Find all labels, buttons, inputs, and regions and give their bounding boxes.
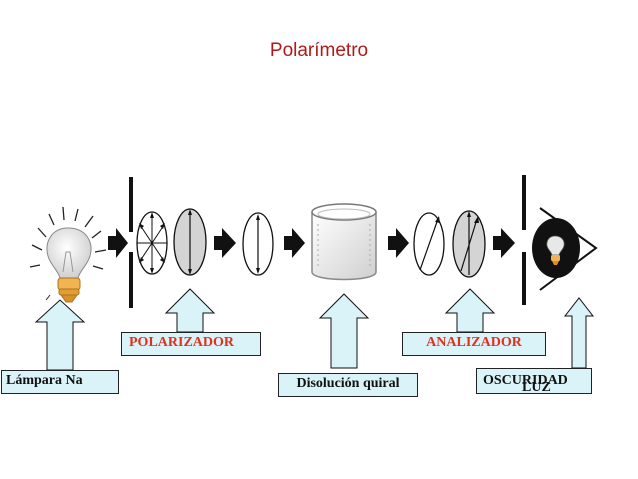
label-polarizer: POLARIZADOR (121, 332, 261, 356)
label-analyzer: ANALIZADOR (402, 332, 546, 356)
label-darkness-text: OSCURIDAD (483, 373, 568, 388)
arrow-icon (493, 228, 515, 258)
lamp-rays (29, 206, 107, 270)
polarizer-pointer-arrow (164, 288, 216, 333)
arrow-icon (388, 228, 409, 258)
darkness-pointer-arrow (563, 297, 595, 369)
light-bulb-icon (45, 227, 92, 303)
polarizer-lens-icon (173, 208, 207, 276)
label-darkness-light: OSCURIDAD LUZ (476, 368, 592, 395)
label-lamp: Lámpara Na (1, 370, 119, 394)
arrow-icon (108, 228, 128, 258)
dark-bulb-icon (532, 207, 598, 291)
beaker-icon (311, 203, 377, 281)
solution-pointer-arrow (318, 293, 370, 369)
polarized-light-icon (242, 212, 274, 276)
arrow-icon (284, 228, 305, 258)
lamp-pointer-arrow (34, 299, 86, 371)
label-light-text: LUZ (522, 380, 551, 395)
diagram-title: Polarímetro (269, 40, 369, 61)
label-solution: Disolución quiral (278, 373, 418, 397)
analyzer-lens-icon (452, 210, 486, 278)
analyzer-pointer-arrow (444, 288, 496, 333)
arrow-icon (214, 228, 236, 258)
rotated-light-icon (413, 212, 445, 276)
unpolarized-light-icon (136, 211, 168, 275)
